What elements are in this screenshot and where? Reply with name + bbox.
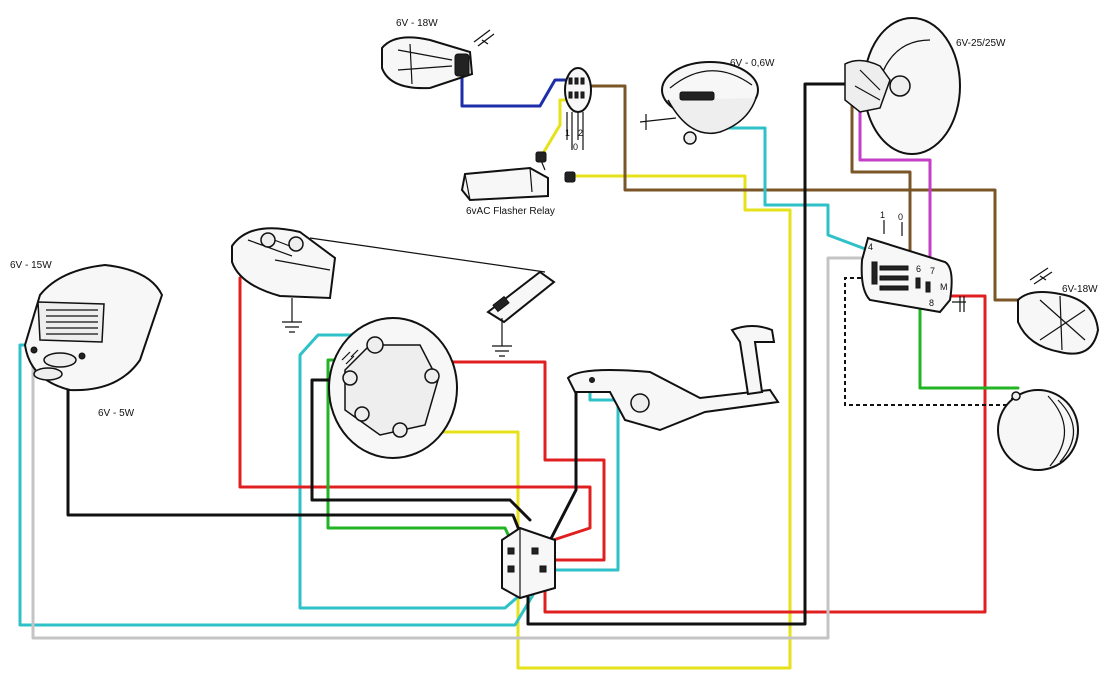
stator-plate [328,317,458,459]
wire-green-right [918,306,1020,390]
junction-num-6: 6 [916,264,921,274]
label-right-bulb: 6V-18W [1062,284,1098,295]
switch-pos-0: 0 [573,142,578,152]
wire-magenta [858,96,932,274]
spark-plug [486,270,556,357]
switch-pos-2: 2 [578,128,583,138]
wire-black-stator [310,378,532,522]
wire-blue [460,70,574,108]
flasher-relay [460,151,576,202]
label-speedo: 6V - 0,6W [730,58,775,69]
wire-yellow-main [423,174,792,670]
wire-brown-2 [850,103,912,300]
bulb-holder-top [381,29,495,90]
label-headlamp: 6V-25/25W [956,38,1006,49]
bulb-holder-right [1017,267,1100,355]
wire-grey [31,256,870,640]
tail-lamp [23,263,164,392]
switch-pos-1: 1 [565,128,570,138]
speedometer [639,61,759,145]
junction-num-8: 8 [929,298,934,308]
junction-num-7: 7 [930,266,935,276]
label-flasher-relay: 6vAC Flasher Relay [466,206,555,217]
wire-brown-1 [588,84,1024,302]
wire-black-main [526,82,847,626]
wire-black-left [66,378,527,547]
headlamp [844,17,961,155]
wire-red-right [543,294,987,614]
labels: 6V - 18W 6V - 0,6W 6V-25/25W 6V - 15W 6V… [10,18,1098,419]
wire-cyan-speedo [718,126,870,252]
label-rear-lamp-top: 6V - 15W [10,260,52,271]
brake-pedal [566,325,780,432]
junction-box [860,220,966,314]
ignition-coil [231,227,337,333]
junction-num-1: 1 [880,210,885,220]
wire-hv [309,237,546,273]
horn [997,389,1079,471]
wire-red-coil [238,276,592,547]
connector-block [501,526,556,600]
wire-cyan-left [18,343,547,627]
label-headlamp-small-bulb: 6V - 18W [396,18,438,29]
junction-num-0: 0 [898,212,903,222]
junction-num-4: 4 [868,242,873,252]
light-switch [564,67,592,150]
label-rear-lamp-bottom: 6V - 5W [98,408,135,419]
wire-dashed [844,277,1013,406]
junction-num-m: M [940,282,948,292]
